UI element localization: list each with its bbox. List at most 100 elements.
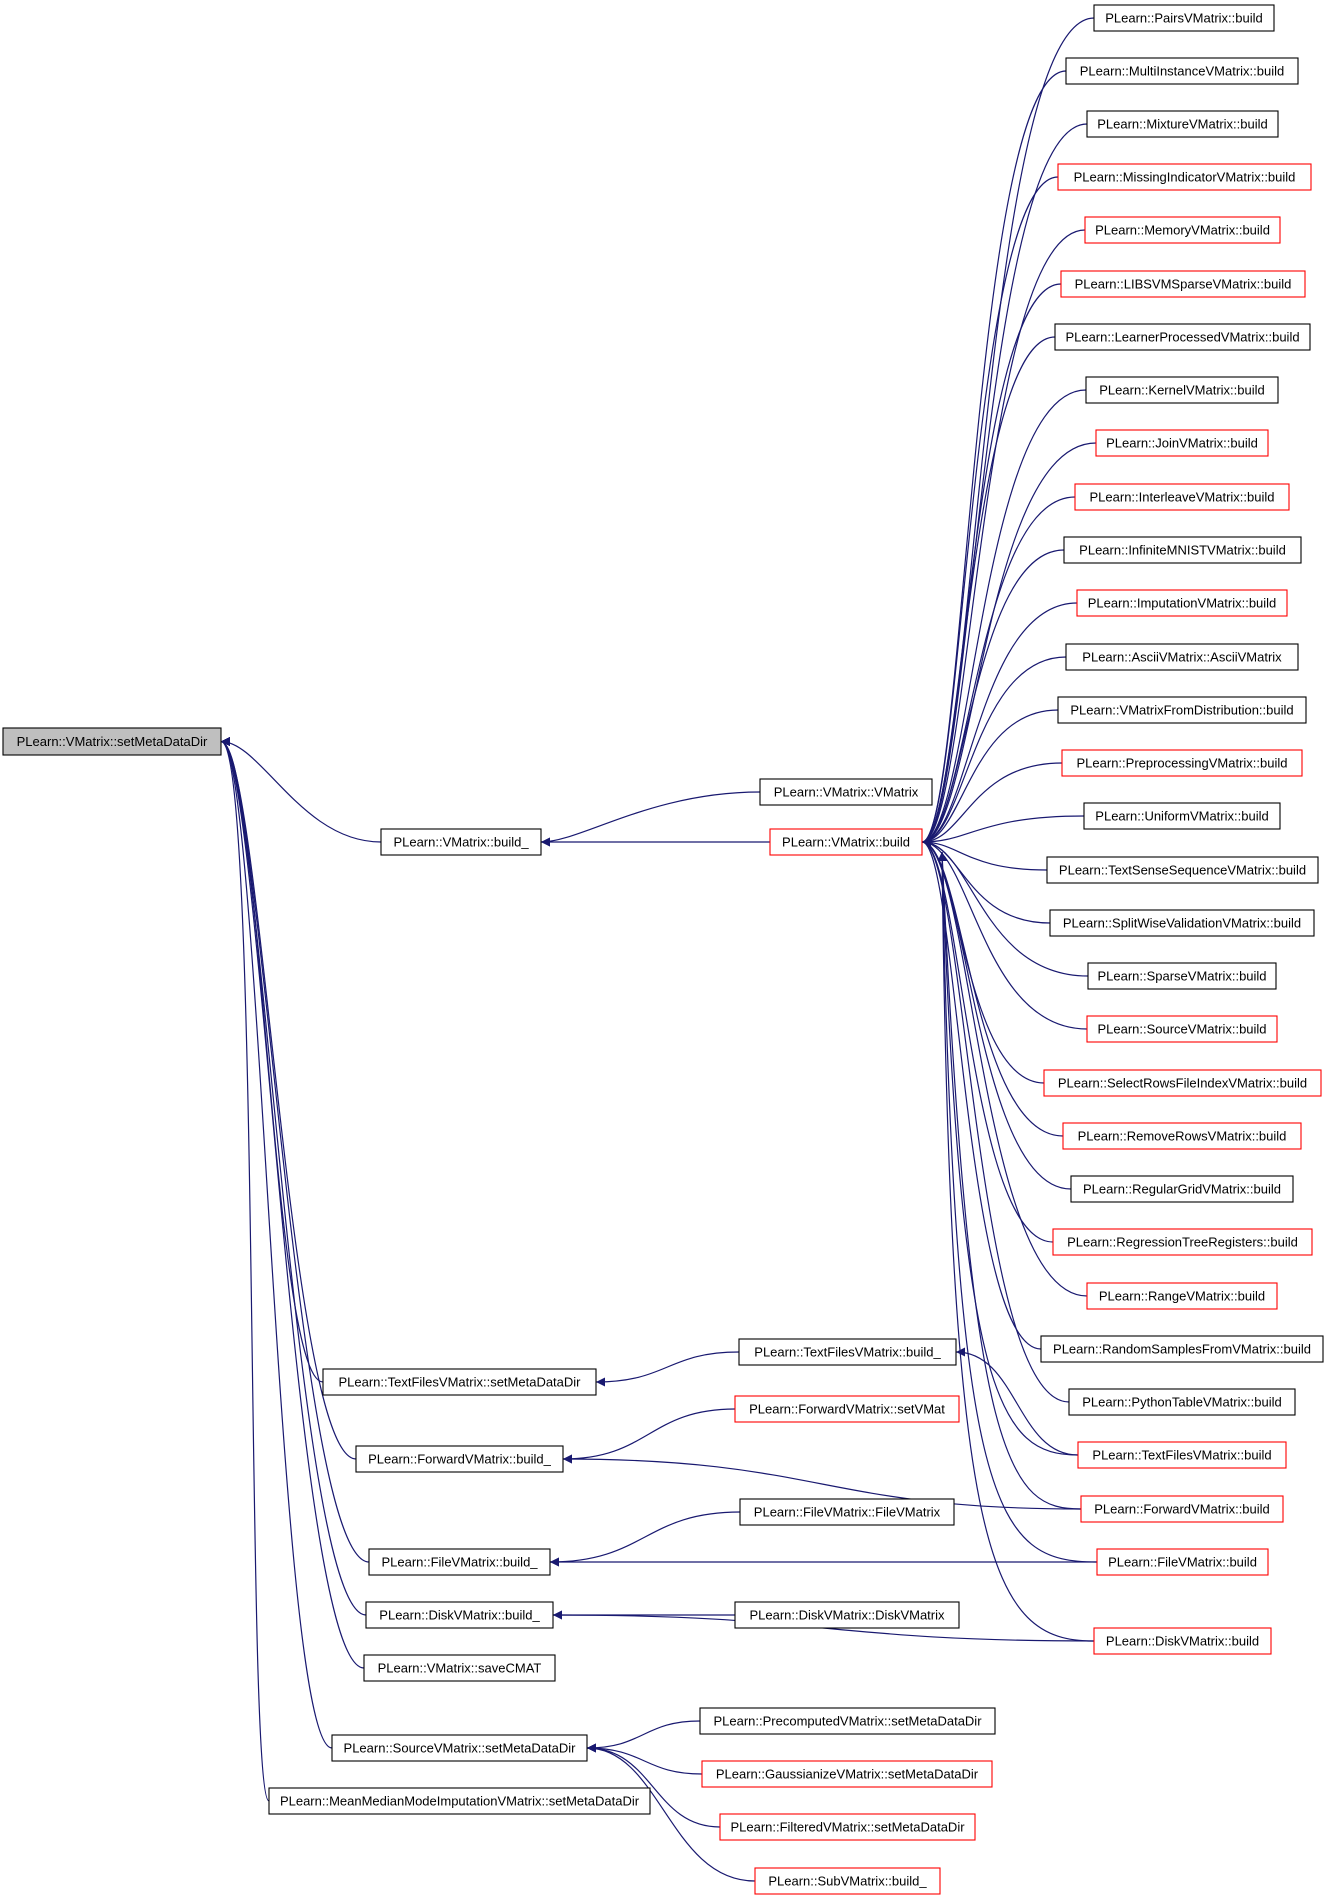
node-box-memory[interactable] <box>1084 216 1281 244</box>
node-imputation[interactable]: PLearn::ImputationVMatrix::build <box>1076 589 1288 617</box>
node-fw_setvmat[interactable]: PLearn::ForwardVMatrix::setVMat <box>734 1395 960 1423</box>
node-gauss[interactable]: PLearn::GaussianizeVMatrix::setMetaDataD… <box>701 1760 993 1788</box>
node-box-file_b[interactable] <box>1096 1548 1269 1576</box>
node-preproc[interactable]: PLearn::PreprocessingVMatrix::build <box>1061 749 1303 777</box>
node-box-fromdist[interactable] <box>1057 696 1307 724</box>
node-vm_vmatrix[interactable]: PLearn::VMatrix::VMatrix <box>759 778 933 806</box>
node-box-imputation[interactable] <box>1076 589 1288 617</box>
node-forward_b[interactable]: PLearn::ForwardVMatrix::build <box>1080 1495 1284 1523</box>
node-infinite[interactable]: PLearn::InfiniteMNISTVMatrix::build <box>1063 536 1302 564</box>
node-box-uniform[interactable] <box>1083 802 1281 830</box>
node-tf_build_[interactable]: PLearn::TextFilesVMatrix::build_ <box>738 1338 957 1366</box>
node-box-forward_b[interactable] <box>1080 1495 1284 1523</box>
node-box-join[interactable] <box>1095 429 1269 457</box>
node-box-vm_build_[interactable] <box>380 828 542 856</box>
node-uniform[interactable]: PLearn::UniformVMatrix::build <box>1083 802 1281 830</box>
node-box-removerows[interactable] <box>1062 1122 1302 1150</box>
node-fw_build_[interactable]: PLearn::ForwardVMatrix::build_ <box>355 1445 564 1473</box>
node-sparse[interactable]: PLearn::SparseVMatrix::build <box>1087 962 1277 990</box>
node-box-disk_b[interactable] <box>1093 1627 1272 1655</box>
node-join[interactable]: PLearn::JoinVMatrix::build <box>1095 429 1269 457</box>
node-box-mixture[interactable] <box>1086 110 1279 138</box>
node-selectrows[interactable]: PLearn::SelectRowsFileIndexVMatrix::buil… <box>1043 1069 1322 1097</box>
node-missing[interactable]: PLearn::MissingIndicatorVMatrix::build <box>1057 163 1312 191</box>
node-regulargrid[interactable]: PLearn::RegularGridVMatrix::build <box>1070 1175 1294 1203</box>
node-box-textfiles_b[interactable] <box>1077 1441 1287 1469</box>
node-file_build_[interactable]: PLearn::FileVMatrix::build_ <box>368 1548 551 1576</box>
node-removerows[interactable]: PLearn::RemoveRowsVMatrix::build <box>1062 1122 1302 1150</box>
node-splitwise[interactable]: PLearn::SplitWiseValidationVMatrix::buil… <box>1049 909 1315 937</box>
node-box-libsvm[interactable] <box>1060 270 1306 298</box>
node-file_ctor[interactable]: PLearn::FileVMatrix::FileVMatrix <box>739 1498 955 1526</box>
node-box-pairs[interactable] <box>1093 4 1275 32</box>
node-box-source_b[interactable] <box>1086 1015 1278 1043</box>
node-box-selectrows[interactable] <box>1043 1069 1322 1097</box>
node-box-pytable[interactable] <box>1068 1388 1296 1416</box>
node-pairs[interactable]: PLearn::PairsVMatrix::build <box>1093 4 1275 32</box>
node-box-fw_setvmat[interactable] <box>734 1395 960 1423</box>
node-box-preproc[interactable] <box>1061 749 1303 777</box>
node-range[interactable]: PLearn::RangeVMatrix::build <box>1086 1282 1278 1310</box>
node-savecmat[interactable]: PLearn::VMatrix::saveCMAT <box>363 1654 556 1682</box>
node-box-multi[interactable] <box>1065 57 1299 85</box>
node-box-regtree[interactable] <box>1052 1228 1313 1256</box>
node-box-range[interactable] <box>1086 1282 1278 1310</box>
node-box-infinite[interactable] <box>1063 536 1302 564</box>
node-box-meanmedian[interactable] <box>268 1787 651 1815</box>
node-kernel[interactable]: PLearn::KernelVMatrix::build <box>1085 376 1279 404</box>
node-mixture[interactable]: PLearn::MixtureVMatrix::build <box>1086 110 1279 138</box>
node-box-regulargrid[interactable] <box>1070 1175 1294 1203</box>
node-file_b[interactable]: PLearn::FileVMatrix::build <box>1096 1548 1269 1576</box>
node-libsvm[interactable]: PLearn::LIBSVMSparseVMatrix::build <box>1060 270 1306 298</box>
node-memory[interactable]: PLearn::MemoryVMatrix::build <box>1084 216 1281 244</box>
node-vm_build[interactable]: PLearn::VMatrix::build <box>769 828 923 856</box>
node-disk_build_[interactable]: PLearn::DiskVMatrix::build_ <box>365 1601 554 1629</box>
node-box-splitwise[interactable] <box>1049 909 1315 937</box>
node-box-gauss[interactable] <box>701 1760 993 1788</box>
node-fromdist[interactable]: PLearn::VMatrixFromDistribution::build <box>1057 696 1307 724</box>
node-ascii[interactable]: PLearn::AsciiVMatrix::AsciiVMatrix <box>1065 643 1299 671</box>
node-box-ascii[interactable] <box>1065 643 1299 671</box>
node-learner[interactable]: PLearn::LearnerProcessedVMatrix::build <box>1054 323 1311 351</box>
node-box-disk_ctor[interactable] <box>734 1601 960 1629</box>
node-box-learner[interactable] <box>1054 323 1311 351</box>
node-box-savecmat[interactable] <box>363 1654 556 1682</box>
node-disk_b[interactable]: PLearn::DiskVMatrix::build <box>1093 1627 1272 1655</box>
node-vm_build_[interactable]: PLearn::VMatrix::build_ <box>380 828 542 856</box>
node-filtered[interactable]: PLearn::FilteredVMatrix::setMetaDataDir <box>719 1813 976 1841</box>
node-box-kernel[interactable] <box>1085 376 1279 404</box>
node-box-textsense[interactable] <box>1046 856 1319 884</box>
node-source_b[interactable]: PLearn::SourceVMatrix::build <box>1086 1015 1278 1043</box>
node-box-randsamples[interactable] <box>1040 1335 1324 1363</box>
node-box-interleave[interactable] <box>1074 483 1290 511</box>
node-randsamples[interactable]: PLearn::RandomSamplesFromVMatrix::build <box>1040 1335 1324 1363</box>
node-textsense[interactable]: PLearn::TextSenseSequenceVMatrix::build <box>1046 856 1319 884</box>
node-box-file_build_[interactable] <box>368 1548 551 1576</box>
node-disk_ctor[interactable]: PLearn::DiskVMatrix::DiskVMatrix <box>734 1601 960 1629</box>
node-tf_smdd[interactable]: PLearn::TextFilesVMatrix::setMetaDataDir <box>322 1368 597 1396</box>
node-interleave[interactable]: PLearn::InterleaveVMatrix::build <box>1074 483 1290 511</box>
node-root[interactable]: PLearn::VMatrix::setMetaDataDir <box>2 727 222 756</box>
node-box-subvm[interactable] <box>754 1867 941 1895</box>
node-subvm[interactable]: PLearn::SubVMatrix::build_ <box>754 1867 941 1895</box>
node-box-precomp[interactable] <box>699 1707 996 1735</box>
node-box-tf_build_[interactable] <box>738 1338 957 1366</box>
node-box-file_ctor[interactable] <box>739 1498 955 1526</box>
node-box-vm_build[interactable] <box>769 828 923 856</box>
node-multi[interactable]: PLearn::MultiInstanceVMatrix::build <box>1065 57 1299 85</box>
node-box-fw_build_[interactable] <box>355 1445 564 1473</box>
node-box-root[interactable] <box>2 727 222 756</box>
node-precomp[interactable]: PLearn::PrecomputedVMatrix::setMetaDataD… <box>699 1707 996 1735</box>
node-box-src_smdd[interactable] <box>331 1734 588 1762</box>
node-box-tf_smdd[interactable] <box>322 1368 597 1396</box>
node-box-filtered[interactable] <box>719 1813 976 1841</box>
node-textfiles_b[interactable]: PLearn::TextFilesVMatrix::build <box>1077 1441 1287 1469</box>
node-pytable[interactable]: PLearn::PythonTableVMatrix::build <box>1068 1388 1296 1416</box>
node-box-disk_build_[interactable] <box>365 1601 554 1629</box>
node-box-vm_vmatrix[interactable] <box>759 778 933 806</box>
node-src_smdd[interactable]: PLearn::SourceVMatrix::setMetaDataDir <box>331 1734 588 1762</box>
node-regtree[interactable]: PLearn::RegressionTreeRegisters::build <box>1052 1228 1313 1256</box>
node-box-missing[interactable] <box>1057 163 1312 191</box>
node-meanmedian[interactable]: PLearn::MeanMedianModeImputationVMatrix:… <box>268 1787 651 1815</box>
node-box-sparse[interactable] <box>1087 962 1277 990</box>
